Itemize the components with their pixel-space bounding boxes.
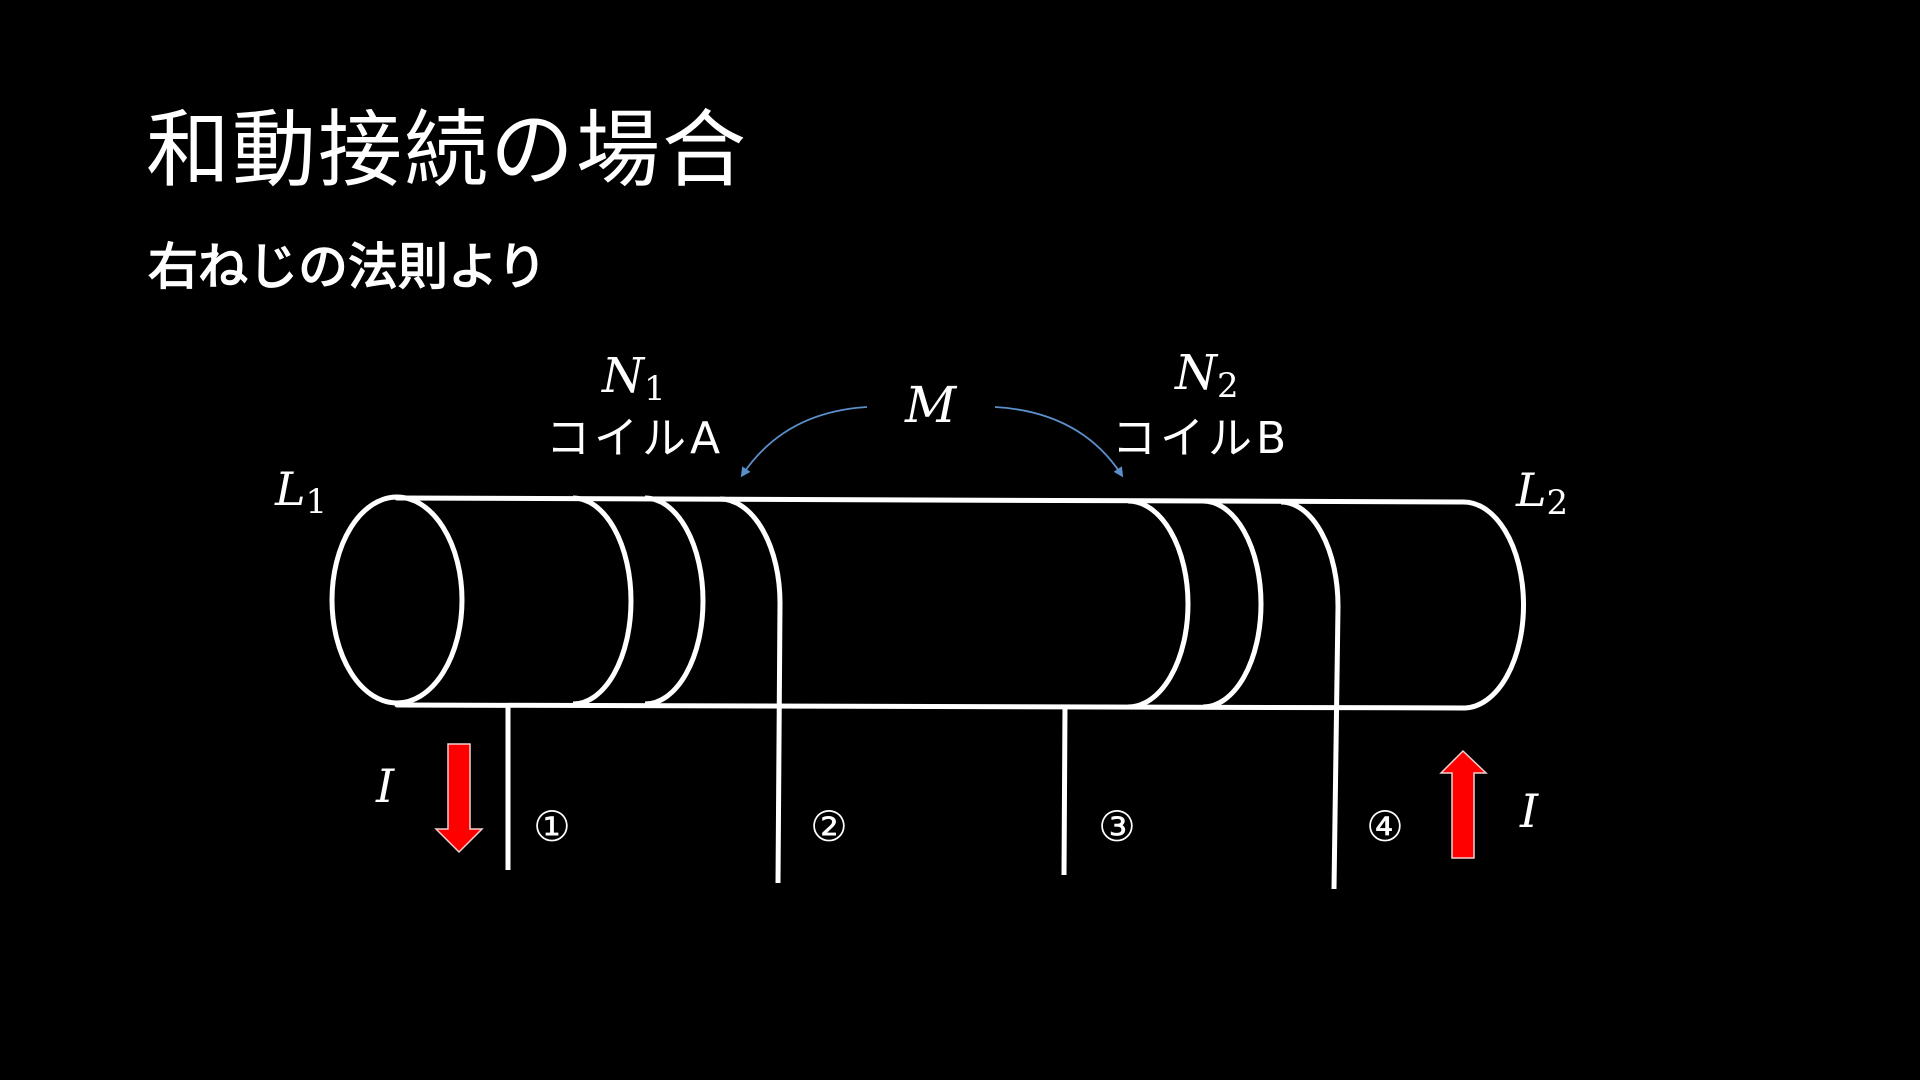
current-right-label: I [1519,784,1539,838]
coil-a-turn-1 [572,495,634,707]
coil-b-label: コイルB [1112,413,1290,464]
current-down-arrow-icon [434,743,484,854]
inductance-l1-label: L1 [274,462,327,522]
coil-b-turns-label: N2 [1174,345,1239,406]
solenoid-core [329,494,1527,711]
mutual-arrow-right [994,406,1124,478]
slide-title: 和動接続の場合 [146,101,749,199]
coil-a-turn-3 [719,496,783,604]
cylinder-top-edge [394,495,1465,505]
coil-b-turn-2 [1202,498,1264,710]
coil-b-turn-3 [1280,499,1341,608]
current-up-arrow-icon [1439,749,1488,859]
current-left-label: I [375,759,395,813]
cylinder-left-end [329,494,465,706]
terminal-number-4: ④ [1366,802,1404,851]
coil-b-turn-1 [1127,498,1191,710]
terminal-lead-3 [1061,706,1068,876]
terminal-lead-4 [1331,606,1341,890]
terminal-number-1: ① [533,802,571,851]
coil-a-windings [572,495,783,707]
slide-subtitle: 右ねじの法則より [148,238,547,296]
coil-b-windings [1127,498,1341,710]
coil-a-turns-label: N1 [601,348,666,409]
mutual-inductance-label: M [904,376,958,434]
inductance-l2-label: L2 [1515,463,1568,523]
coil-a-label: コイルA [546,413,724,464]
cylinder-bottom-edge [394,702,1468,711]
terminal-number-3: ③ [1098,802,1136,851]
cylinder-right-end [1459,499,1527,711]
coil-a-turn-2 [644,495,706,707]
terminal-leads [505,602,1341,890]
mutual-arrow-left [740,406,868,478]
terminal-number-2: ② [810,802,848,851]
terminal-lead-2 [775,602,783,884]
